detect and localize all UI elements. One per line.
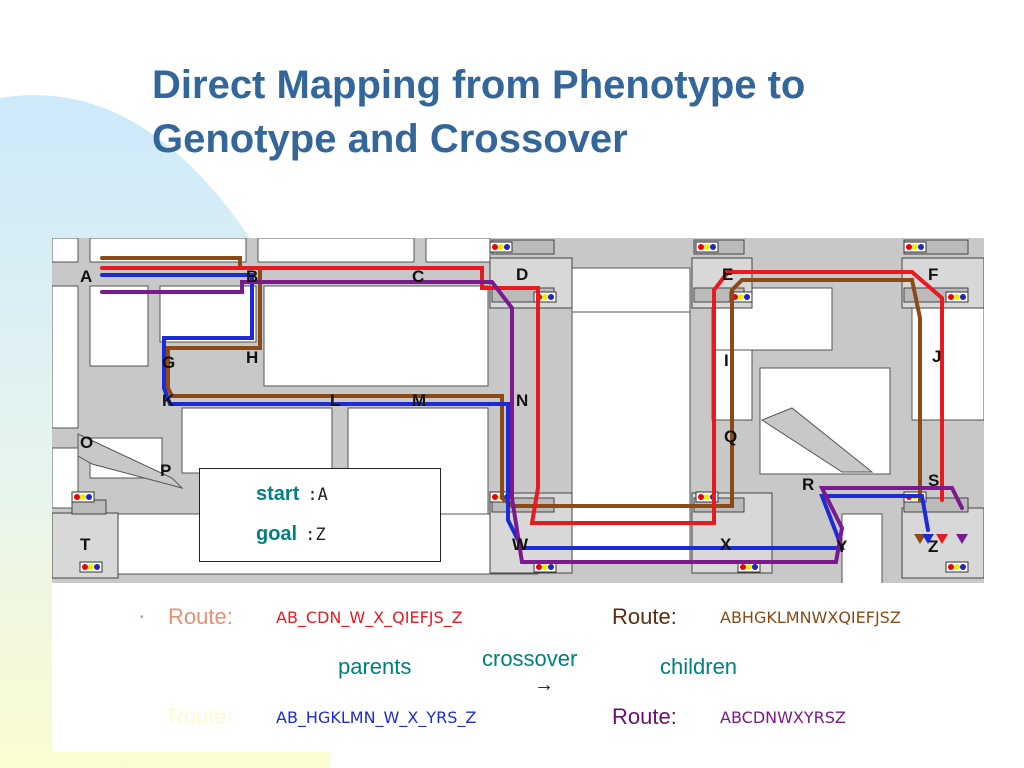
node-S: S [928,471,939,490]
traffic-light-icon [79,561,103,573]
traffic-light-icon [945,291,969,303]
node-Y: Y [836,537,848,556]
traffic-light-icon [533,291,557,303]
route-arrowheads [914,534,968,544]
goal-value: :Z [305,525,326,545]
node-labels: A B C D E F G H I J K L M N O P Q R S T … [80,265,941,556]
node-Z: Z [928,537,938,556]
start-row: start :A [256,483,328,506]
node-K: K [162,391,175,410]
traffic-light-icon [729,291,753,303]
node-C: C [412,267,424,286]
node-G: G [162,353,175,372]
route-red [100,266,944,525]
node-P: P [160,461,171,480]
route-purple [100,280,964,564]
parent1-route-label: Route: [168,604,233,629]
node-N: N [516,391,528,410]
node-W: W [512,535,529,554]
child1-route-code: ABHGKLMNWXQIEFJSZ [720,608,901,627]
node-H: H [246,348,258,367]
start-goal-box: start :A goal :Z [199,468,441,562]
parent2-route-code: AB_HGKLMN_W_X_YRS_Z [276,708,477,727]
child2-route-label: Route: [612,704,677,729]
bullet-mark: • [140,612,144,623]
node-Q: Q [724,427,737,446]
goal-row: goal :Z [256,523,326,546]
node-T: T [80,535,91,554]
node-L: L [330,391,340,410]
node-B: B [246,267,258,286]
parents-caption: parents [338,654,412,679]
traffic-light-icon [945,561,969,573]
title-line-2: Genotype and Crossover [152,117,628,161]
parent2-route-label: Route: [168,704,233,729]
figure-panel: A B C D E F G H I J K L M N O P Q R S T … [52,238,984,752]
start-label: start [256,483,300,505]
crossover-arrow-icon: → [534,674,554,696]
child1-route-label: Route: [612,604,677,629]
intersection-T [52,499,119,579]
slide-title: Direct Mapping from Phenotype to Genotyp… [152,58,1012,166]
traffic-light-icon [71,491,95,503]
node-M: M [412,391,426,410]
route-lines [100,256,964,564]
crossover-caption: crossover [482,646,578,671]
parent1-route-code: AB_CDN_W_X_QIEFJS_Z [276,608,463,627]
node-R: R [802,475,814,494]
traffic-light-icon [903,241,927,253]
traffic-light-icon [695,491,719,503]
traffic-light-icon [737,561,761,573]
traffic-light-icon [489,241,513,253]
route-blue [100,273,930,550]
node-F: F [928,265,938,284]
traffic-light-icon [695,241,719,253]
node-A: A [80,267,92,286]
node-X: X [720,535,732,554]
node-E: E [722,265,733,284]
road-map: A B C D E F G H I J K L M N O P Q R S T … [52,238,984,583]
node-I: I [724,351,729,370]
node-O: O [80,433,93,452]
diagonal-streets [77,407,874,489]
node-J: J [932,347,941,366]
node-D: D [516,265,528,284]
child2-route-code: ABCDNWXYRSZ [720,708,846,727]
title-line-1: Direct Mapping from Phenotype to [152,63,806,107]
goal-label: goal [256,523,298,545]
start-value: :A [307,485,328,505]
children-caption: children [660,654,738,679]
